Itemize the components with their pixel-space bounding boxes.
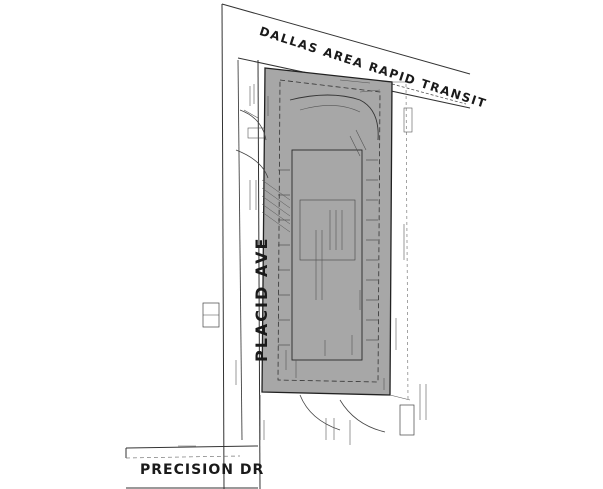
detail-box-se: [399, 404, 415, 436]
dim-line-east: [405, 83, 409, 401]
south-drive-curve: [299, 394, 341, 431]
drive-aisle: [289, 94, 379, 141]
precision-centerline: [125, 455, 241, 459]
driveway-curve-mid: [235, 149, 269, 179]
parking-stalls-west: [278, 169, 290, 346]
lot-setback-line: [277, 79, 381, 383]
precision-row-north: [125, 445, 259, 449]
precision-dr-label: PRECISION DR: [140, 462, 265, 478]
driveway-curve-north: [239, 109, 267, 141]
annotation-marks: [178, 79, 427, 447]
dart-row-dash: [391, 83, 467, 105]
parking-stalls-east: [366, 159, 378, 341]
south-drive-curve-2: [339, 399, 386, 433]
lot-parcel: [261, 67, 393, 396]
placid-curb-west: [237, 59, 243, 441]
drive-aisle-inner: [299, 105, 361, 113]
driveway-hatch: [261, 179, 291, 233]
building-footprint: [291, 149, 363, 361]
placid-ave-label: PLACID AVE: [252, 236, 271, 362]
dart-row-line-north: [221, 3, 471, 75]
placid-row-west: [221, 3, 225, 489]
building-inner: [299, 199, 356, 261]
detail-box-ne: [403, 107, 413, 133]
detail-box-nw: [247, 127, 265, 139]
dim-leader-se: [389, 394, 411, 401]
